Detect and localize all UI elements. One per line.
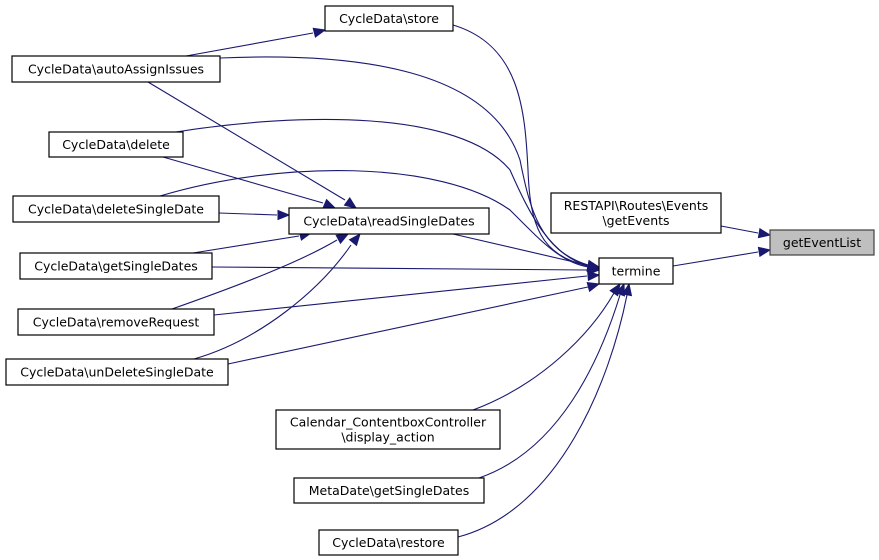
node-box[interactable]	[19, 252, 213, 280]
node-label: CycleData\removeRequest	[33, 315, 200, 330]
node-box[interactable]	[769, 229, 875, 256]
edge-line	[672, 251, 759, 267]
edge-line	[147, 81, 346, 201]
arrowhead-icon	[615, 282, 625, 297]
node-label: CycleData\restore	[332, 535, 445, 550]
node-label: termine	[612, 264, 661, 279]
edge-line	[227, 286, 589, 365]
node-label: Calendar_ContentboxController	[290, 415, 487, 430]
node-box[interactable]	[17, 308, 215, 336]
arrowhead-icon	[312, 27, 327, 38]
edge-line	[159, 169, 589, 268]
node-label: RESTAPI\Routes\Events	[564, 198, 709, 213]
arrowhead-icon	[348, 232, 361, 247]
node-getSingleDates[interactable]: CycleData\getSingleDates	[19, 252, 213, 280]
node-box[interactable]	[5, 358, 229, 386]
edge-line	[478, 294, 621, 479]
arrowhead-icon	[586, 281, 601, 293]
arrowhead-icon	[586, 260, 601, 271]
node-label: getEventList	[783, 235, 861, 250]
arrowhead-icon	[757, 227, 772, 239]
edge-autoAssignIssues-to-store	[185, 27, 327, 57]
arrowhead-icon	[587, 270, 601, 282]
edge-line	[213, 275, 588, 316]
node-box[interactable]	[275, 409, 501, 450]
node-box[interactable]	[318, 529, 459, 556]
node-label: MetaDate\getSingleDates	[309, 483, 469, 498]
edge-autoAssignIssues-to-readSingleDates	[147, 81, 358, 209]
edge-line	[193, 244, 352, 360]
edge-deleteSingleDate-to-readSingleDates	[218, 209, 291, 221]
node-label: CycleData\store	[339, 11, 439, 26]
edge-metaGetSingleDates-to-termine	[478, 282, 625, 479]
edge-restore-to-termine	[457, 282, 633, 538]
node-label: CycleData\readSingleDates	[303, 214, 474, 229]
node-box[interactable]	[48, 131, 184, 158]
node-unDeleteSingleDate[interactable]: CycleData\unDeleteSingleDate	[5, 358, 229, 386]
edge-line	[472, 292, 615, 411]
arrowhead-icon	[343, 196, 358, 209]
edge-line	[457, 294, 628, 538]
edge-delete-to-termine	[175, 118, 601, 272]
edge-line	[175, 118, 589, 267]
node-label: CycleData\deleteSingleDate	[28, 202, 204, 217]
edge-line	[192, 235, 300, 254]
edge-line	[171, 239, 338, 310]
edge-termine-to-getEventList	[672, 246, 772, 267]
node-metaGetSingleDates[interactable]: MetaDate\getSingleDates	[293, 477, 485, 504]
node-readSingleDates[interactable]: CycleData\readSingleDates	[288, 207, 490, 235]
edge-unDeleteSingleDate-to-termine	[227, 281, 601, 365]
node-delete[interactable]: CycleData\delete	[48, 131, 184, 158]
node-autoAssignIssues[interactable]: CycleData\autoAssignIssues	[11, 55, 221, 83]
node-box[interactable]	[288, 207, 490, 235]
edge-getEvents-to-getEventList	[720, 225, 772, 239]
node-box[interactable]	[324, 5, 454, 32]
edge-readSingleDates-to-termine	[452, 233, 601, 271]
edge-removeRequest-to-termine	[213, 270, 601, 316]
edge-unDeleteSingleDate-to-readSingleDates	[193, 232, 361, 360]
node-termine[interactable]: termine	[598, 257, 674, 285]
edge-line	[720, 225, 759, 234]
arrowhead-icon	[277, 209, 291, 221]
node-box[interactable]	[293, 477, 485, 504]
node-getEventList[interactable]: getEventList	[769, 229, 875, 256]
node-label: CycleData\unDeleteSingleDate	[20, 365, 214, 380]
arrowhead-icon	[322, 198, 337, 209]
node-label: CycleData\autoAssignIssues	[28, 62, 204, 77]
edge-removeRequest-to-readSingleDates	[171, 233, 350, 310]
edge-getSingleDates-to-termine	[211, 264, 601, 276]
node-deleteSingleDate[interactable]: CycleData\deleteSingleDate	[12, 195, 220, 223]
edge-line	[218, 212, 278, 216]
edges-layer	[147, 24, 772, 538]
edge-line	[162, 156, 324, 204]
node-box[interactable]	[550, 192, 722, 234]
node-label: CycleData\getSingleDates	[34, 259, 198, 274]
edge-line	[185, 32, 314, 57]
edge-line	[211, 266, 588, 271]
node-restore[interactable]: CycleData\restore	[318, 529, 459, 556]
node-label: \getEvents	[602, 213, 669, 228]
edge-line	[452, 24, 589, 267]
node-label: CycleData\delete	[62, 137, 170, 152]
node-box[interactable]	[598, 257, 674, 285]
arrowhead-icon	[621, 282, 633, 297]
edge-line	[452, 233, 588, 266]
node-store[interactable]: CycleData\store	[324, 5, 454, 32]
node-box[interactable]	[11, 55, 221, 83]
node-box[interactable]	[12, 195, 220, 223]
node-displayAction[interactable]: Calendar_ContentboxController\display_ac…	[275, 409, 501, 450]
node-label: \display_action	[341, 430, 434, 445]
arrowhead-icon	[757, 246, 772, 258]
node-getEvents[interactable]: RESTAPI\Routes\Events\getEvents	[550, 192, 722, 234]
node-removeRequest[interactable]: CycleData\removeRequest	[17, 308, 215, 336]
nodes-layer: CycleData\storeCycleData\autoAssignIssue…	[5, 5, 875, 556]
arrowhead-icon	[335, 233, 350, 245]
